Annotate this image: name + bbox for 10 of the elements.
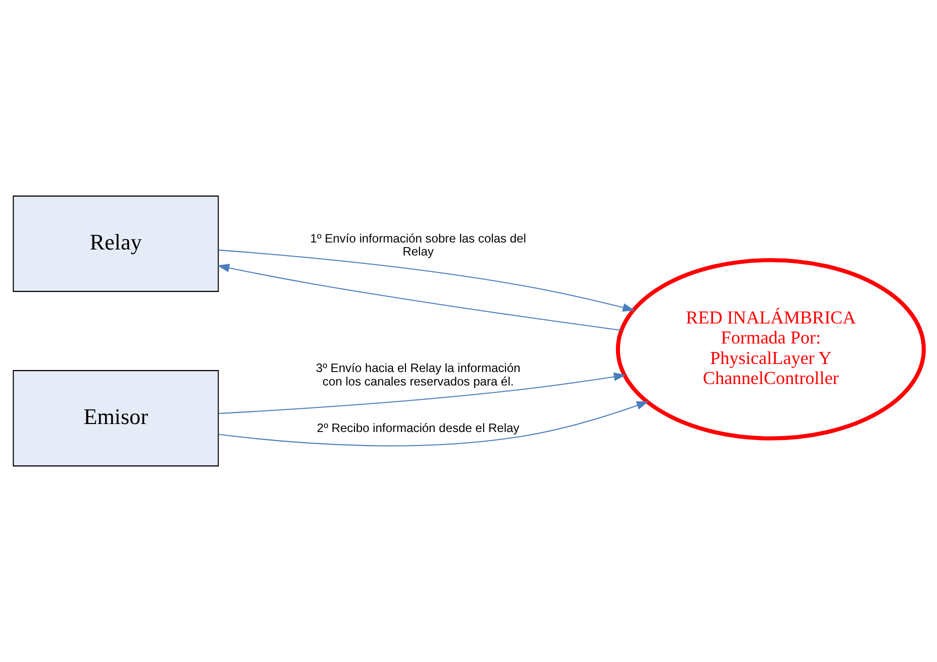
arrow — [217, 264, 622, 331]
arrow — [218, 401, 649, 446]
arrow — [218, 250, 635, 312]
arrow — [218, 372, 626, 414]
node-box: Relay — [12, 196, 219, 292]
node-ellipse: RED INALÁMBRICA Formada Por: PhysicalLayer Y ChannelController — [616, 258, 926, 440]
edge-label: 3º Envío hacia el Relay la información con los canales reservados para él. — [316, 361, 520, 388]
node-box: Emisor — [12, 370, 219, 466]
edge-label: 2º Recibo información desde el Relay — [316, 421, 520, 436]
edge-label: 1º Envío información sobre las colas del Relay — [310, 231, 526, 259]
